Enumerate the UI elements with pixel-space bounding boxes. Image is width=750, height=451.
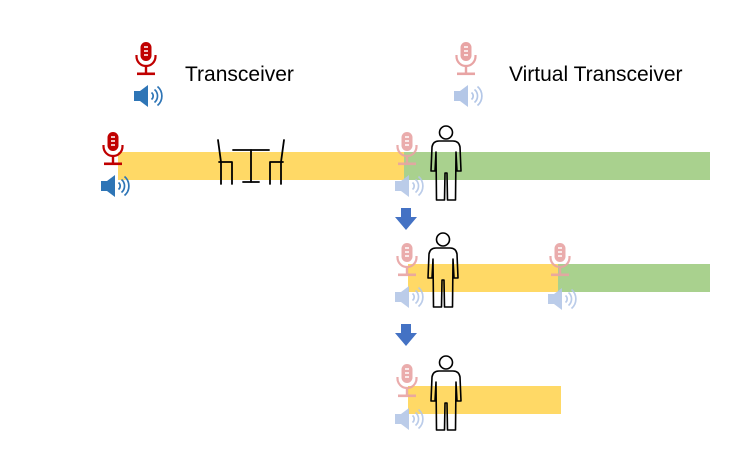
legend-virtual-mic-icon: [454, 41, 478, 77]
row3-person-icon: [428, 355, 464, 431]
row2-green-band: [558, 264, 710, 292]
row1-transceiver-speaker-icon: [100, 174, 132, 198]
step1-down-arrow-icon: [395, 208, 417, 230]
row2-person-icon: [425, 232, 461, 308]
legend-transceiver-speaker-icon: [133, 84, 165, 108]
row1-virtual-speaker-icon: [394, 174, 426, 198]
row3-virtual-speaker-icon: [394, 407, 426, 431]
row2-virtual-mic-left-icon: [395, 242, 419, 278]
row1-person-icon: [428, 125, 464, 201]
legend-transceiver-mic-icon: [134, 41, 158, 77]
row2-virtual-speaker-right-icon: [547, 287, 579, 311]
row1-transceiver-mic-icon: [101, 131, 125, 167]
row2-virtual-speaker-left-icon: [394, 285, 426, 309]
row2-virtual-mic-right-icon: [548, 242, 572, 278]
legend-virtual-speaker-icon: [453, 84, 485, 108]
row3-virtual-mic-icon: [395, 363, 419, 399]
legend-transceiver-label: Transceiver: [185, 63, 294, 86]
table-with-chairs-icon: [215, 138, 287, 186]
step2-down-arrow-icon: [395, 324, 417, 346]
row1-virtual-mic-icon: [395, 131, 419, 167]
legend-virtual-transceiver-label: Virtual Transceiver: [509, 63, 683, 86]
row1-yellow-band: [118, 152, 406, 180]
row3-yellow-band: [408, 386, 561, 414]
